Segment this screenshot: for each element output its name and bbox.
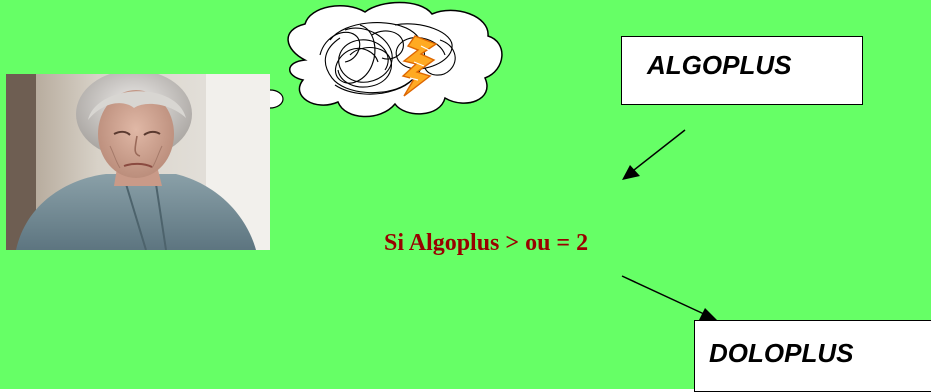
- thought-cloud: [287, 1, 503, 118]
- algoplus-box: ALGOPLUS: [621, 36, 863, 105]
- lightning-bolt-icon: [401, 35, 438, 97]
- scribble-icon: [319, 22, 456, 95]
- elderly-person-photo: [6, 74, 270, 250]
- algoplus-label: ALGOPLUS: [647, 50, 792, 80]
- doloplus-box: DOLOPLUS: [694, 320, 931, 392]
- arrow-condition-to-doloplus: [621, 275, 717, 320]
- doloplus-label: DOLOPLUS: [709, 338, 854, 368]
- condition-label: Si Algoplus > ou = 2: [384, 230, 589, 256]
- arrow-algoplus-to-condition: [622, 129, 686, 180]
